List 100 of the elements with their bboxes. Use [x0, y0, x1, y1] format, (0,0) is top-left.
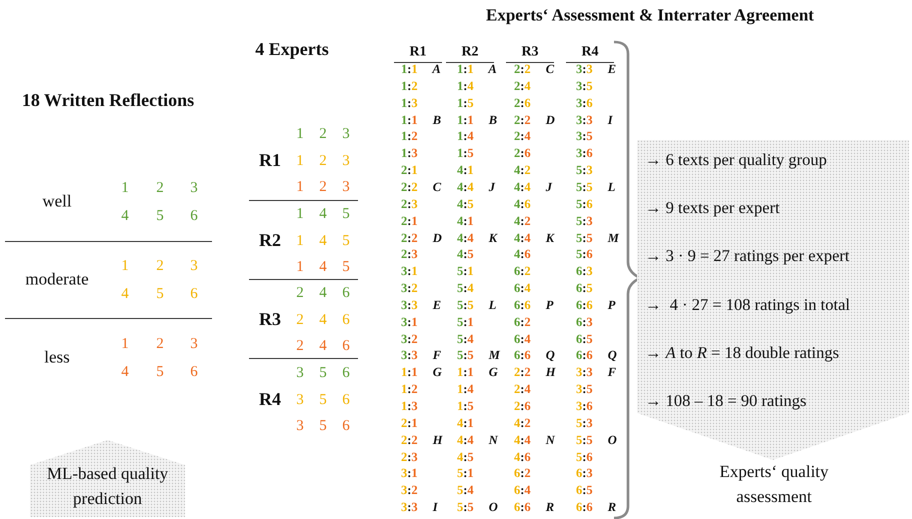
text-number: 1 — [296, 178, 304, 196]
text-number: 6 — [342, 418, 350, 434]
rating-pair: 1:3 — [401, 400, 418, 414]
rating-pair: 4:4 J — [457, 181, 496, 195]
text-number: 1 — [296, 126, 304, 142]
rating-pair: 5:4 — [457, 332, 474, 346]
rating-pair: 3:2 — [401, 484, 418, 498]
section-heading: Experts‘ Assessment & Interrater Agreement — [486, 6, 814, 26]
rating-pair: 3:5 — [576, 383, 593, 398]
rating-pair: 4:6 — [514, 450, 531, 464]
text-number: 1 — [296, 152, 304, 169]
rating-pair: 1:1 G — [401, 366, 442, 380]
text-number: 6 — [342, 364, 350, 382]
text-number: 3 — [342, 126, 350, 142]
rating-pair: 5:3 — [576, 164, 593, 178]
rating-pair: 3:3 E — [576, 63, 616, 77]
bullet-text: → 3 · 9 = 27 ratings per expert — [645, 246, 850, 266]
rating-pair: 1:5 — [457, 147, 474, 162]
rating-pair: 2:3 — [401, 198, 418, 212]
rating-pair: 1:2 — [401, 80, 418, 94]
text-number: 1 — [121, 258, 129, 274]
text-number: 5 — [342, 258, 350, 276]
rating-pair: 2:1 — [401, 416, 418, 431]
text-number: 4 — [319, 232, 327, 249]
text-number: 3 — [190, 336, 198, 352]
rating-pair: 4:5 — [457, 198, 474, 212]
rating-pair: 5:5 O — [576, 434, 617, 448]
bullet-text: → A to R = 18 double ratings — [645, 342, 840, 363]
text-number: 4 — [319, 284, 327, 302]
rating-pair: 3:3 I — [576, 114, 613, 128]
text-number: 2 — [156, 180, 164, 196]
rating-pair: 2:3 — [401, 450, 418, 464]
rating-pair: 5:6 — [576, 450, 593, 464]
rating-pair: 2:4 — [514, 130, 531, 144]
rating-pair: 6:6 P — [576, 299, 616, 313]
text-number: 4 — [121, 286, 129, 302]
rating-pair: 3:3 F — [401, 350, 442, 364]
text-number: 5 — [156, 364, 164, 380]
rating-pair: 6:6 Q — [514, 350, 555, 364]
rating-pair: 6:5 — [576, 484, 593, 498]
rating-pair: 2:3 — [401, 248, 418, 262]
quality-group-label: moderate — [25, 270, 89, 290]
rating-pair: 2:4 — [514, 383, 531, 398]
rating-pair: 6:6 Q — [576, 350, 617, 364]
text-number: 5 — [156, 208, 164, 224]
text-number: 3 — [296, 364, 304, 382]
section-heading: 18 Written Reflections — [22, 91, 194, 111]
text-number: 4 — [319, 258, 327, 276]
rating-pair: 2:4 — [514, 80, 531, 94]
text-number: 4 — [121, 208, 129, 224]
text-number: 5 — [319, 418, 327, 434]
text-number: 2 — [296, 338, 304, 354]
rating-pair: 1:3 — [401, 96, 418, 111]
rating-pair: 2:1 — [401, 214, 418, 229]
text-number: 2 — [156, 258, 164, 274]
rating-pair: 4:4 N — [514, 434, 555, 448]
rating-pair: 2:2 D — [401, 232, 442, 246]
text-number: 5 — [342, 232, 350, 249]
rating-pair: 6:4 — [514, 332, 531, 346]
text-number: 1 — [121, 336, 129, 352]
rating-pair: 3:3 E — [401, 299, 442, 313]
rating-pair: 2:6 — [514, 147, 531, 162]
rating-pair: 1:1 B — [401, 114, 442, 128]
rating-pair: 6:3 — [576, 468, 593, 482]
rating-pair: 4:4 K — [514, 232, 554, 246]
text-number: 2 — [319, 126, 327, 142]
rating-pair: 1:1 A — [401, 63, 441, 77]
rating-pair: 5:5 L — [576, 181, 616, 195]
text-number: 6 — [342, 391, 350, 408]
rating-pair: 6:6 R — [514, 501, 554, 515]
text-number: 1 — [296, 258, 304, 276]
rating-pair: 2:6 — [514, 400, 531, 414]
text-number: 6 — [342, 284, 350, 302]
rating-pair: 4:2 — [514, 416, 531, 431]
rating-pair: 5:4 — [457, 282, 474, 296]
text-number: 2 — [296, 311, 304, 328]
text-number: 4 — [319, 206, 327, 222]
text-number: 3 — [190, 258, 198, 274]
text-number: 5 — [319, 364, 327, 382]
shape-label: ML-based quality prediction — [46, 463, 170, 510]
text-number: 4 — [319, 311, 327, 328]
rating-pair: 1:2 — [401, 130, 418, 144]
rating-pair: 6:6 R — [576, 501, 616, 515]
text-number: 6 — [190, 286, 198, 302]
column-header: R3 — [521, 44, 539, 60]
rating-pair: 4:4 N — [457, 434, 498, 448]
rating-pair: 1:4 — [457, 80, 474, 94]
rating-pair: 6:4 — [514, 282, 531, 296]
rating-pair: 5:1 — [457, 468, 474, 482]
rating-pair: 1:1 G — [457, 366, 498, 380]
rating-pair: 1:5 — [457, 400, 474, 414]
text-number: 6 — [190, 208, 198, 224]
rating-pair: 2:2 C — [514, 63, 554, 77]
rating-pair: 6:3 — [576, 316, 593, 330]
rater-label: R1 — [259, 151, 281, 171]
rating-pair: 4:2 — [514, 214, 531, 229]
rating-pair: 5:4 — [457, 484, 474, 498]
rating-pair: 5:1 — [457, 316, 474, 330]
rating-pair: 6:5 — [576, 332, 593, 346]
text-number: 3 — [296, 418, 304, 434]
